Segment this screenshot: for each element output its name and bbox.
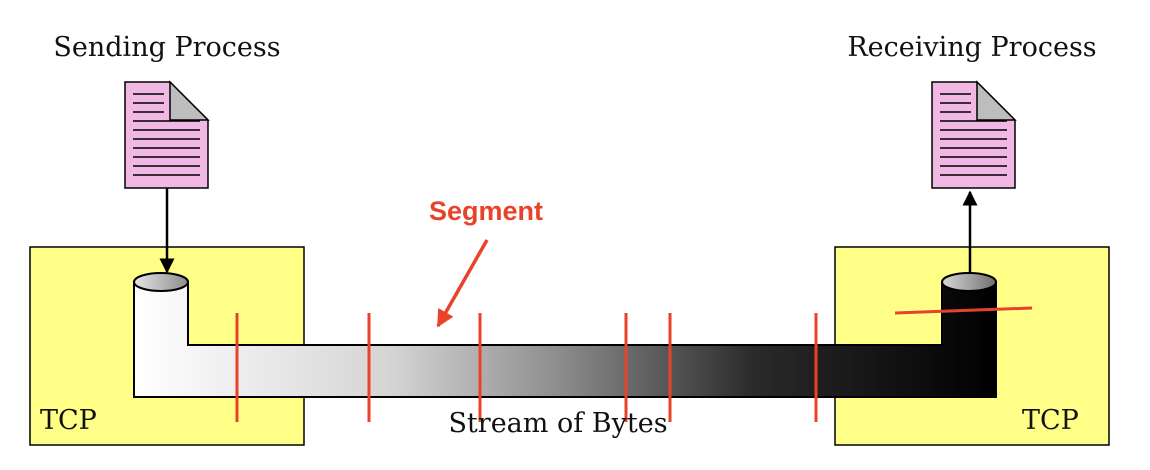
pipe-opening-left (133, 272, 189, 292)
stream-of-bytes-label: Stream of Bytes (448, 408, 667, 439)
pipe-opening-right (941, 272, 997, 292)
tcp-label-right: TCP (1022, 405, 1079, 436)
segment-pointer-arrow (436, 239, 489, 328)
tcp-label-left: TCP (40, 405, 97, 436)
segment-marker-diagonal (894, 306, 1033, 315)
receiving-process-label: Receiving Process (847, 32, 1096, 63)
segment-label: Segment (429, 196, 543, 226)
sending-process-label: Sending Process (53, 32, 280, 63)
sender-document-icon (124, 80, 210, 189)
receiver-document-icon (931, 80, 1017, 189)
